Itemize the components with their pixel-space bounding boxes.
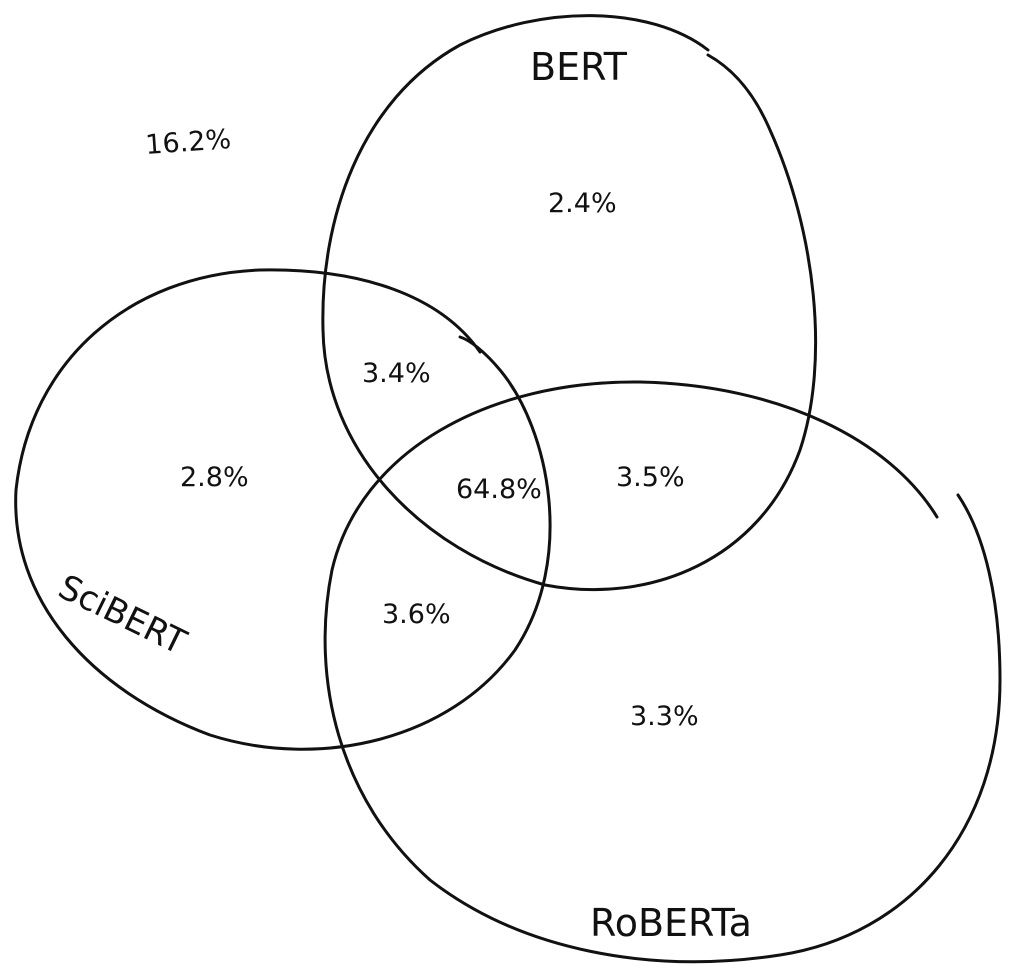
region-none-value: 16.2% bbox=[144, 124, 232, 161]
region-bert-only-value: 2.4% bbox=[548, 188, 617, 219]
region-roberta-only-value: 3.3% bbox=[630, 701, 699, 732]
set-label-roberta: RoBERTa bbox=[590, 901, 752, 945]
region-scibert-roberta-value: 3.6% bbox=[382, 599, 451, 630]
bert-circle bbox=[321, 14, 818, 592]
region-bert-roberta-value: 3.5% bbox=[616, 462, 685, 493]
region-scibert-only-value: 2.8% bbox=[180, 462, 249, 493]
set-label-bert: BERT bbox=[530, 45, 628, 89]
scibert-circle bbox=[14, 268, 552, 751]
region-all-three-value: 64.8% bbox=[456, 474, 542, 505]
roberta-circle bbox=[323, 380, 1002, 964]
set-label-scibert: SciBERT bbox=[52, 567, 192, 663]
region-bert-scibert-value: 3.4% bbox=[362, 358, 431, 389]
